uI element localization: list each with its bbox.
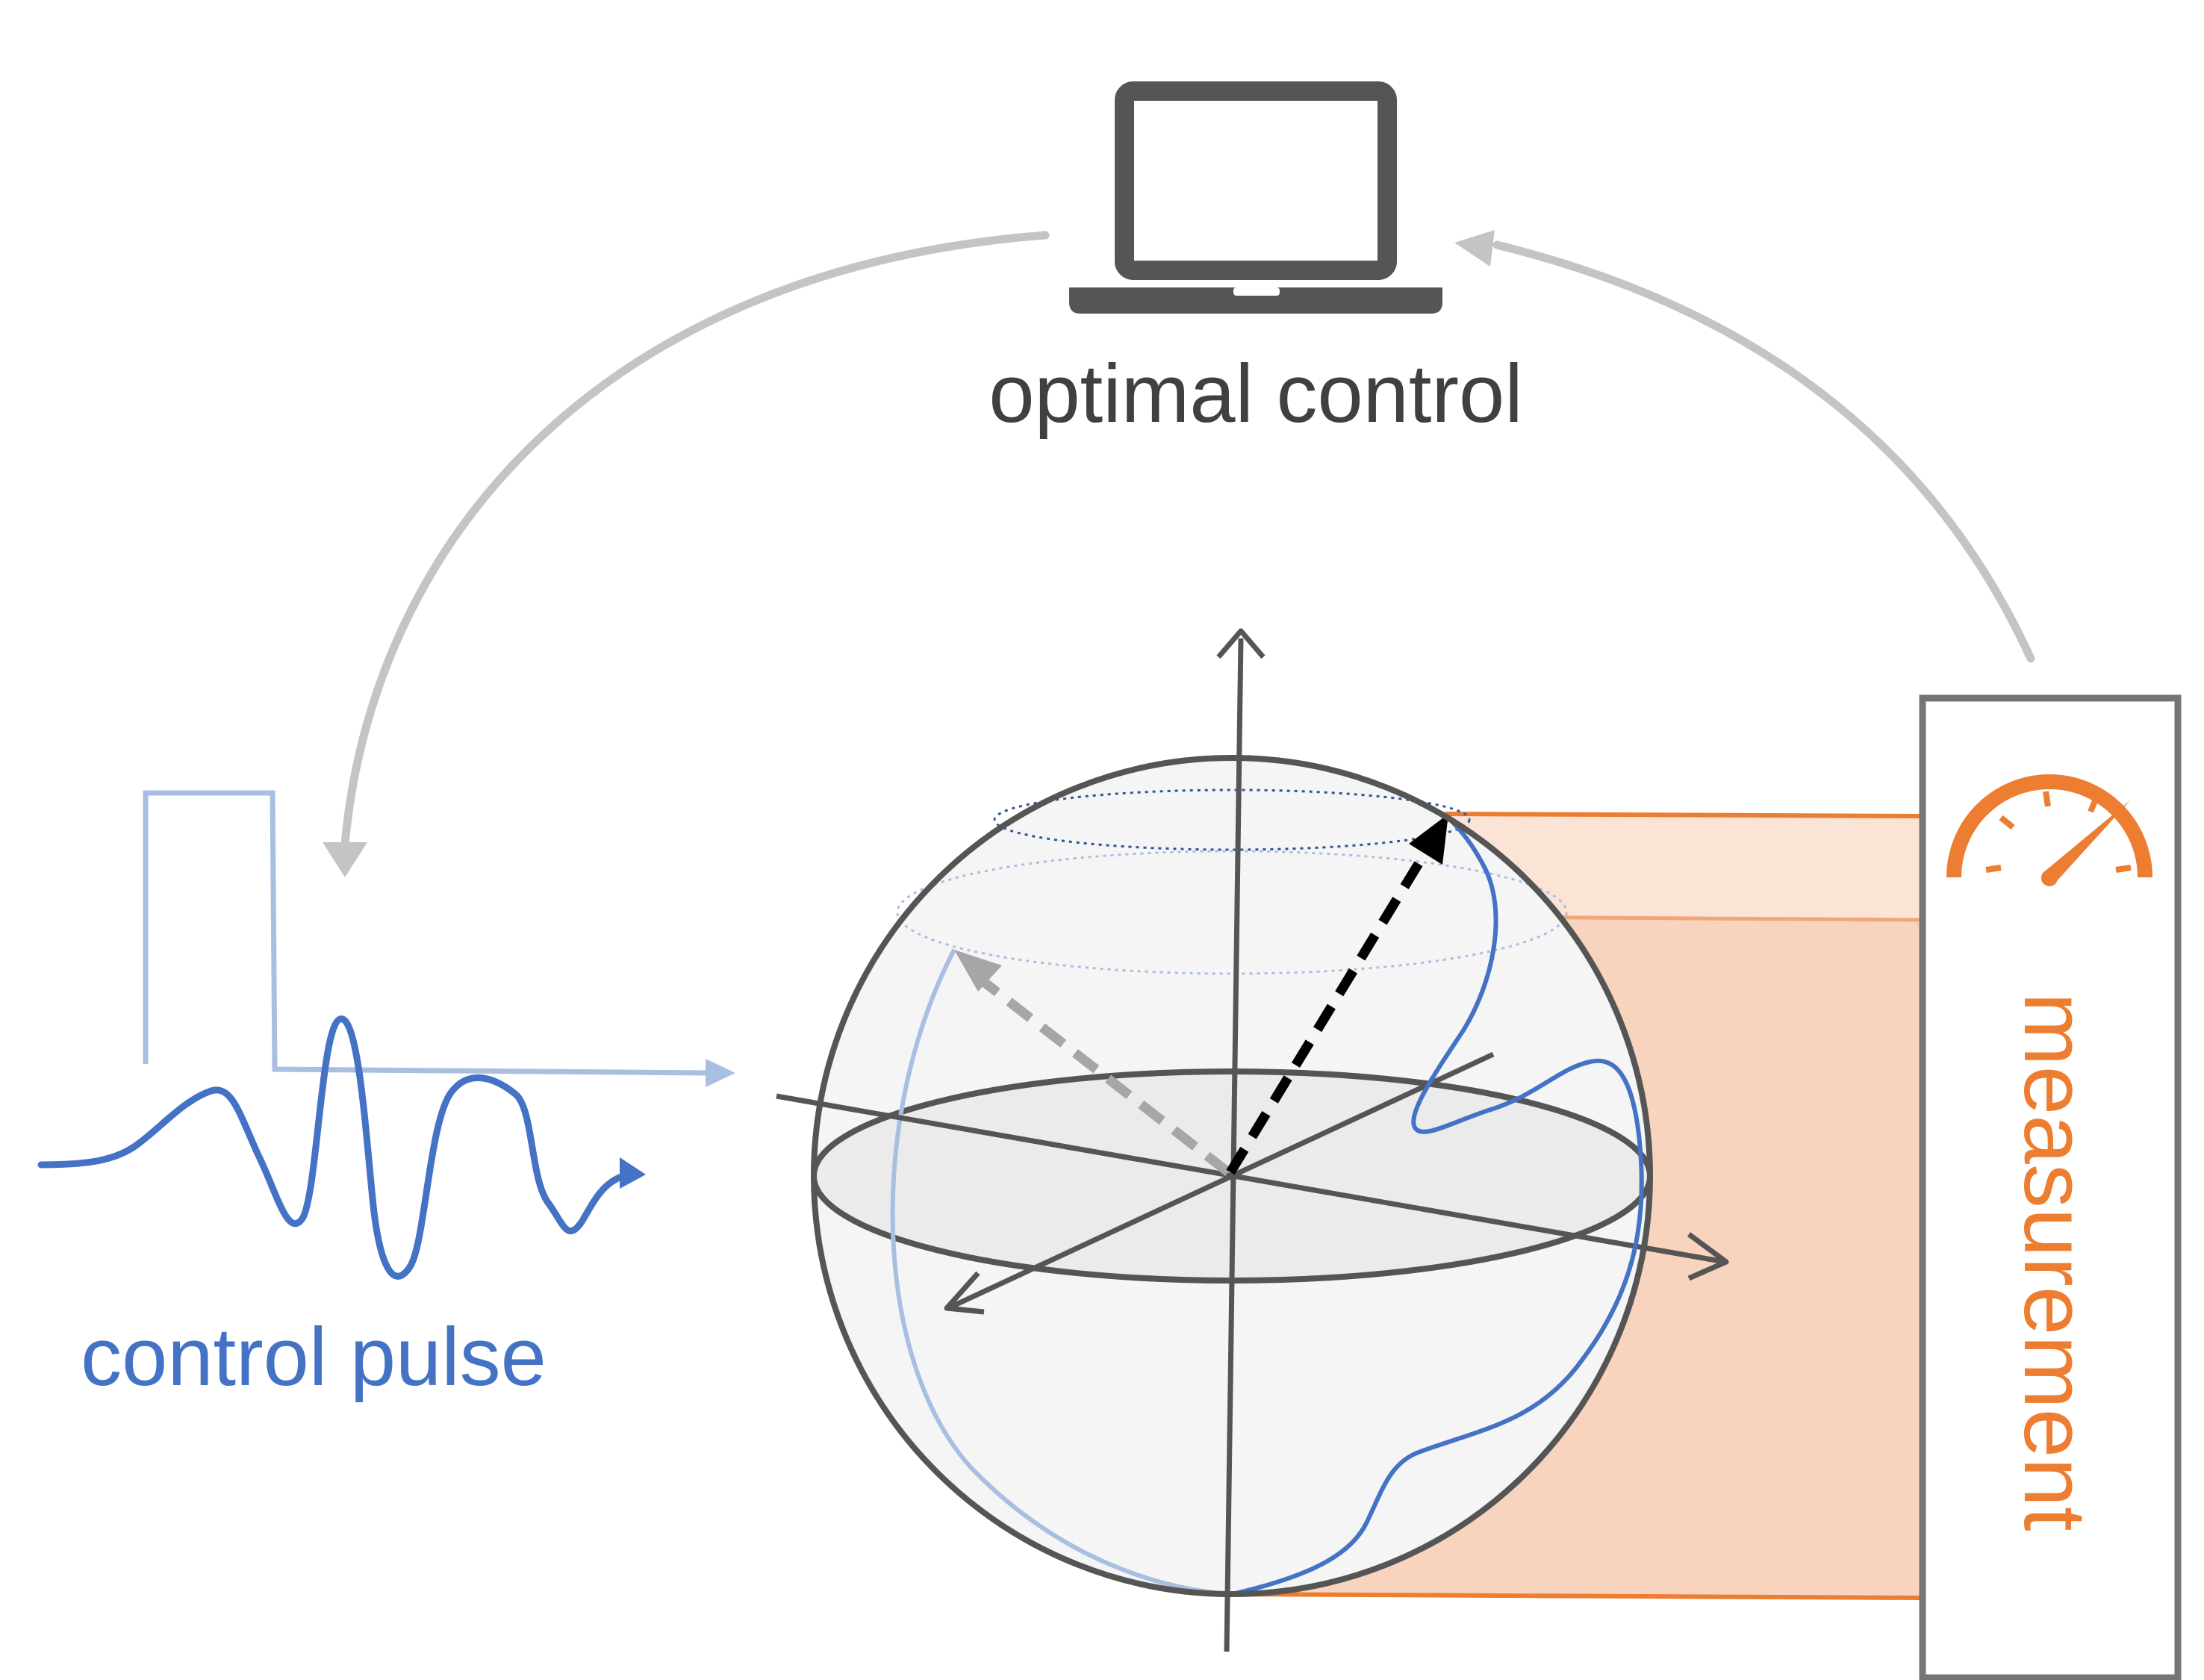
feedback-loop [323, 230, 2035, 877]
feedback-arrow-right [1492, 240, 2035, 663]
trajectory-optimal-pulse [1231, 812, 1644, 1594]
control-pulses [37, 790, 735, 1280]
feedback-arrow-left [340, 231, 1050, 848]
optimal-control-label: optimal control [989, 348, 1522, 440]
state-vector-initial [971, 970, 1231, 1177]
axis-z [1224, 638, 1244, 1652]
laptop-icon [1069, 81, 1442, 314]
measurement-device [1919, 694, 2182, 1680]
gauge-icon [1946, 774, 2152, 886]
sphere-outline [811, 755, 1653, 1597]
state-vector-initial-head [954, 950, 1002, 992]
latitude-circle-second [896, 850, 1568, 975]
axis-y-arrowhead [1687, 1232, 1729, 1281]
feedback-arrow-left-head [323, 842, 367, 877]
rectangular-pulse [143, 790, 710, 1076]
state-vector-target-head [1409, 814, 1448, 865]
state-vector-target [1226, 842, 1434, 1175]
trajectory-rectangular-pulse [890, 948, 1233, 1596]
axis-x [947, 1051, 1495, 1311]
measurement-label: measurement [2005, 992, 2104, 1531]
optimal-pulse [37, 1015, 638, 1280]
axis-x-arrowhead [944, 1271, 985, 1315]
latitude-circle-top [993, 788, 1471, 851]
rectangular-pulse-arrowhead [706, 1059, 735, 1087]
axis-z-arrowhead [1216, 628, 1266, 659]
optimal-pulse-arrowhead [620, 1157, 646, 1189]
axis-y [776, 1093, 1725, 1265]
control-pulse-label: control pulse [81, 1311, 547, 1403]
bloch-sphere [776, 628, 1729, 1652]
measurement-box [1919, 694, 2182, 1680]
feedback-arrow-right-head [1454, 230, 1495, 267]
